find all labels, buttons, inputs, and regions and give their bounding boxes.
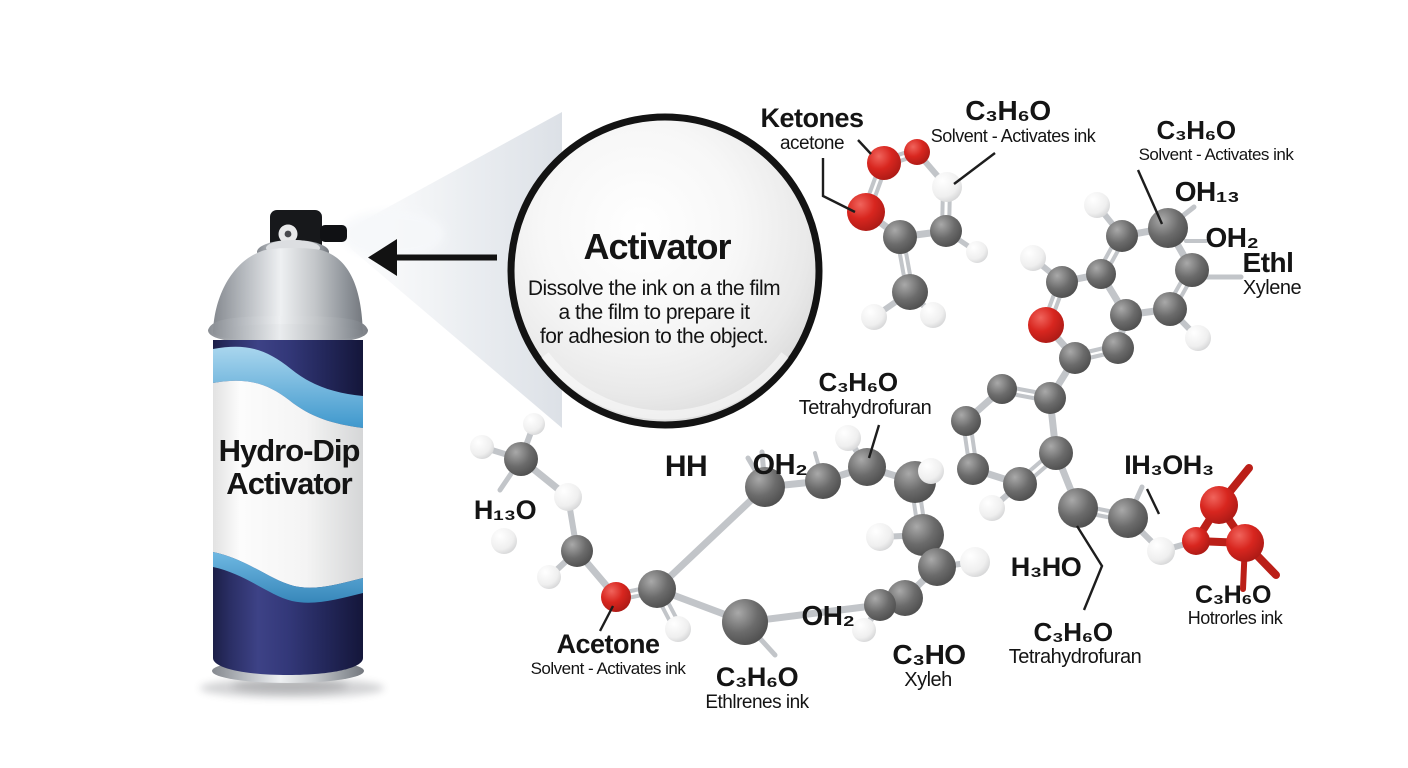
can-cap-dome	[208, 248, 368, 344]
magnifier-desc-line1: Dissolve the ink on a the film	[527, 277, 781, 300]
can-wave-stripe-top	[213, 346, 363, 428]
magnifier-desc-line2: a the film to prepare it	[558, 301, 750, 324]
can-wave-stripe-bottom	[213, 552, 363, 603]
label-ethlrenes-sub: Ethlrenes ink	[705, 692, 809, 713]
label-hotrorles-sub: Hotrorles ink	[1187, 608, 1283, 628]
molecule-right-rings	[951, 192, 1244, 565]
magnifier-circle	[507, 113, 823, 429]
molecule-peroxide-red	[1182, 464, 1280, 592]
spray-cone	[340, 112, 562, 428]
label-ethlrenes-title: C₃H₆O	[715, 662, 799, 692]
label-thf-top-sub: Tetrahydrofuran	[798, 397, 932, 419]
label-ih3oh3: IH₃OH₃	[1124, 450, 1214, 480]
spray-mist	[340, 210, 444, 258]
can-label-band	[213, 380, 363, 588]
magnifier-desc-line3: for adhesion to the object.	[539, 325, 769, 348]
pointer-lines	[598, 139, 1164, 632]
label-c3h6o-top-sub: Solvent - Activates ink	[930, 126, 1096, 146]
label-thf-bottom-sub: Tetrahydrofuran	[1008, 646, 1142, 668]
label-c3h6o-top-title: C₃H₆O	[965, 95, 1051, 126]
label-hotrorles-title: C₃H₆O	[1195, 581, 1271, 609]
label-thf-bottom-title: C₃H₆O	[1033, 617, 1113, 647]
label-oh2-bottom: OH₂	[801, 600, 855, 631]
label-oh2-mid: OH₂	[752, 449, 808, 481]
label-ethl-sub: Xylene	[1242, 277, 1302, 299]
label-c3ho-sub: Xyleh	[904, 669, 952, 691]
label-c3h6o-right-sub: Solvent - Activates ink	[1138, 145, 1294, 164]
label-h13o: H₁₃O	[473, 495, 537, 525]
molecule-acetone-ring	[847, 139, 988, 330]
label-oh13: OH₁₃	[1174, 176, 1240, 207]
magnifier-title: Activator	[583, 226, 731, 267]
molecule-center-ring	[601, 425, 990, 658]
label-hh: HH	[664, 450, 708, 483]
label-thf-top-title: C₃H₆O	[818, 367, 898, 397]
label-acetone-title: Acetone	[556, 629, 660, 659]
spray-can	[200, 210, 384, 698]
label-oh2-right: OH₂	[1205, 222, 1259, 253]
can-body	[212, 340, 364, 683]
label-acetone-sub: Solvent - Activates ink	[530, 659, 686, 678]
arrow-left	[368, 239, 497, 276]
label-ketones-sub: acetone	[779, 133, 845, 154]
can-label-text: Hydro-Dip Activator	[218, 433, 361, 501]
label-ketones-title: Ketones	[760, 103, 864, 133]
label-ethl-title: Ethl	[1242, 247, 1294, 278]
can-label-line2: Activator	[226, 466, 352, 501]
label-c3ho-title: C₃HO	[892, 639, 966, 670]
can-label-line1: Hydro-Dip	[218, 433, 361, 468]
label-h3ho: H₃HO	[1010, 552, 1082, 582]
magnifier-description: Dissolve the ink on a the film a the fil…	[527, 277, 781, 349]
label-c3h6o-right-title: C₃H₆O	[1156, 115, 1236, 145]
